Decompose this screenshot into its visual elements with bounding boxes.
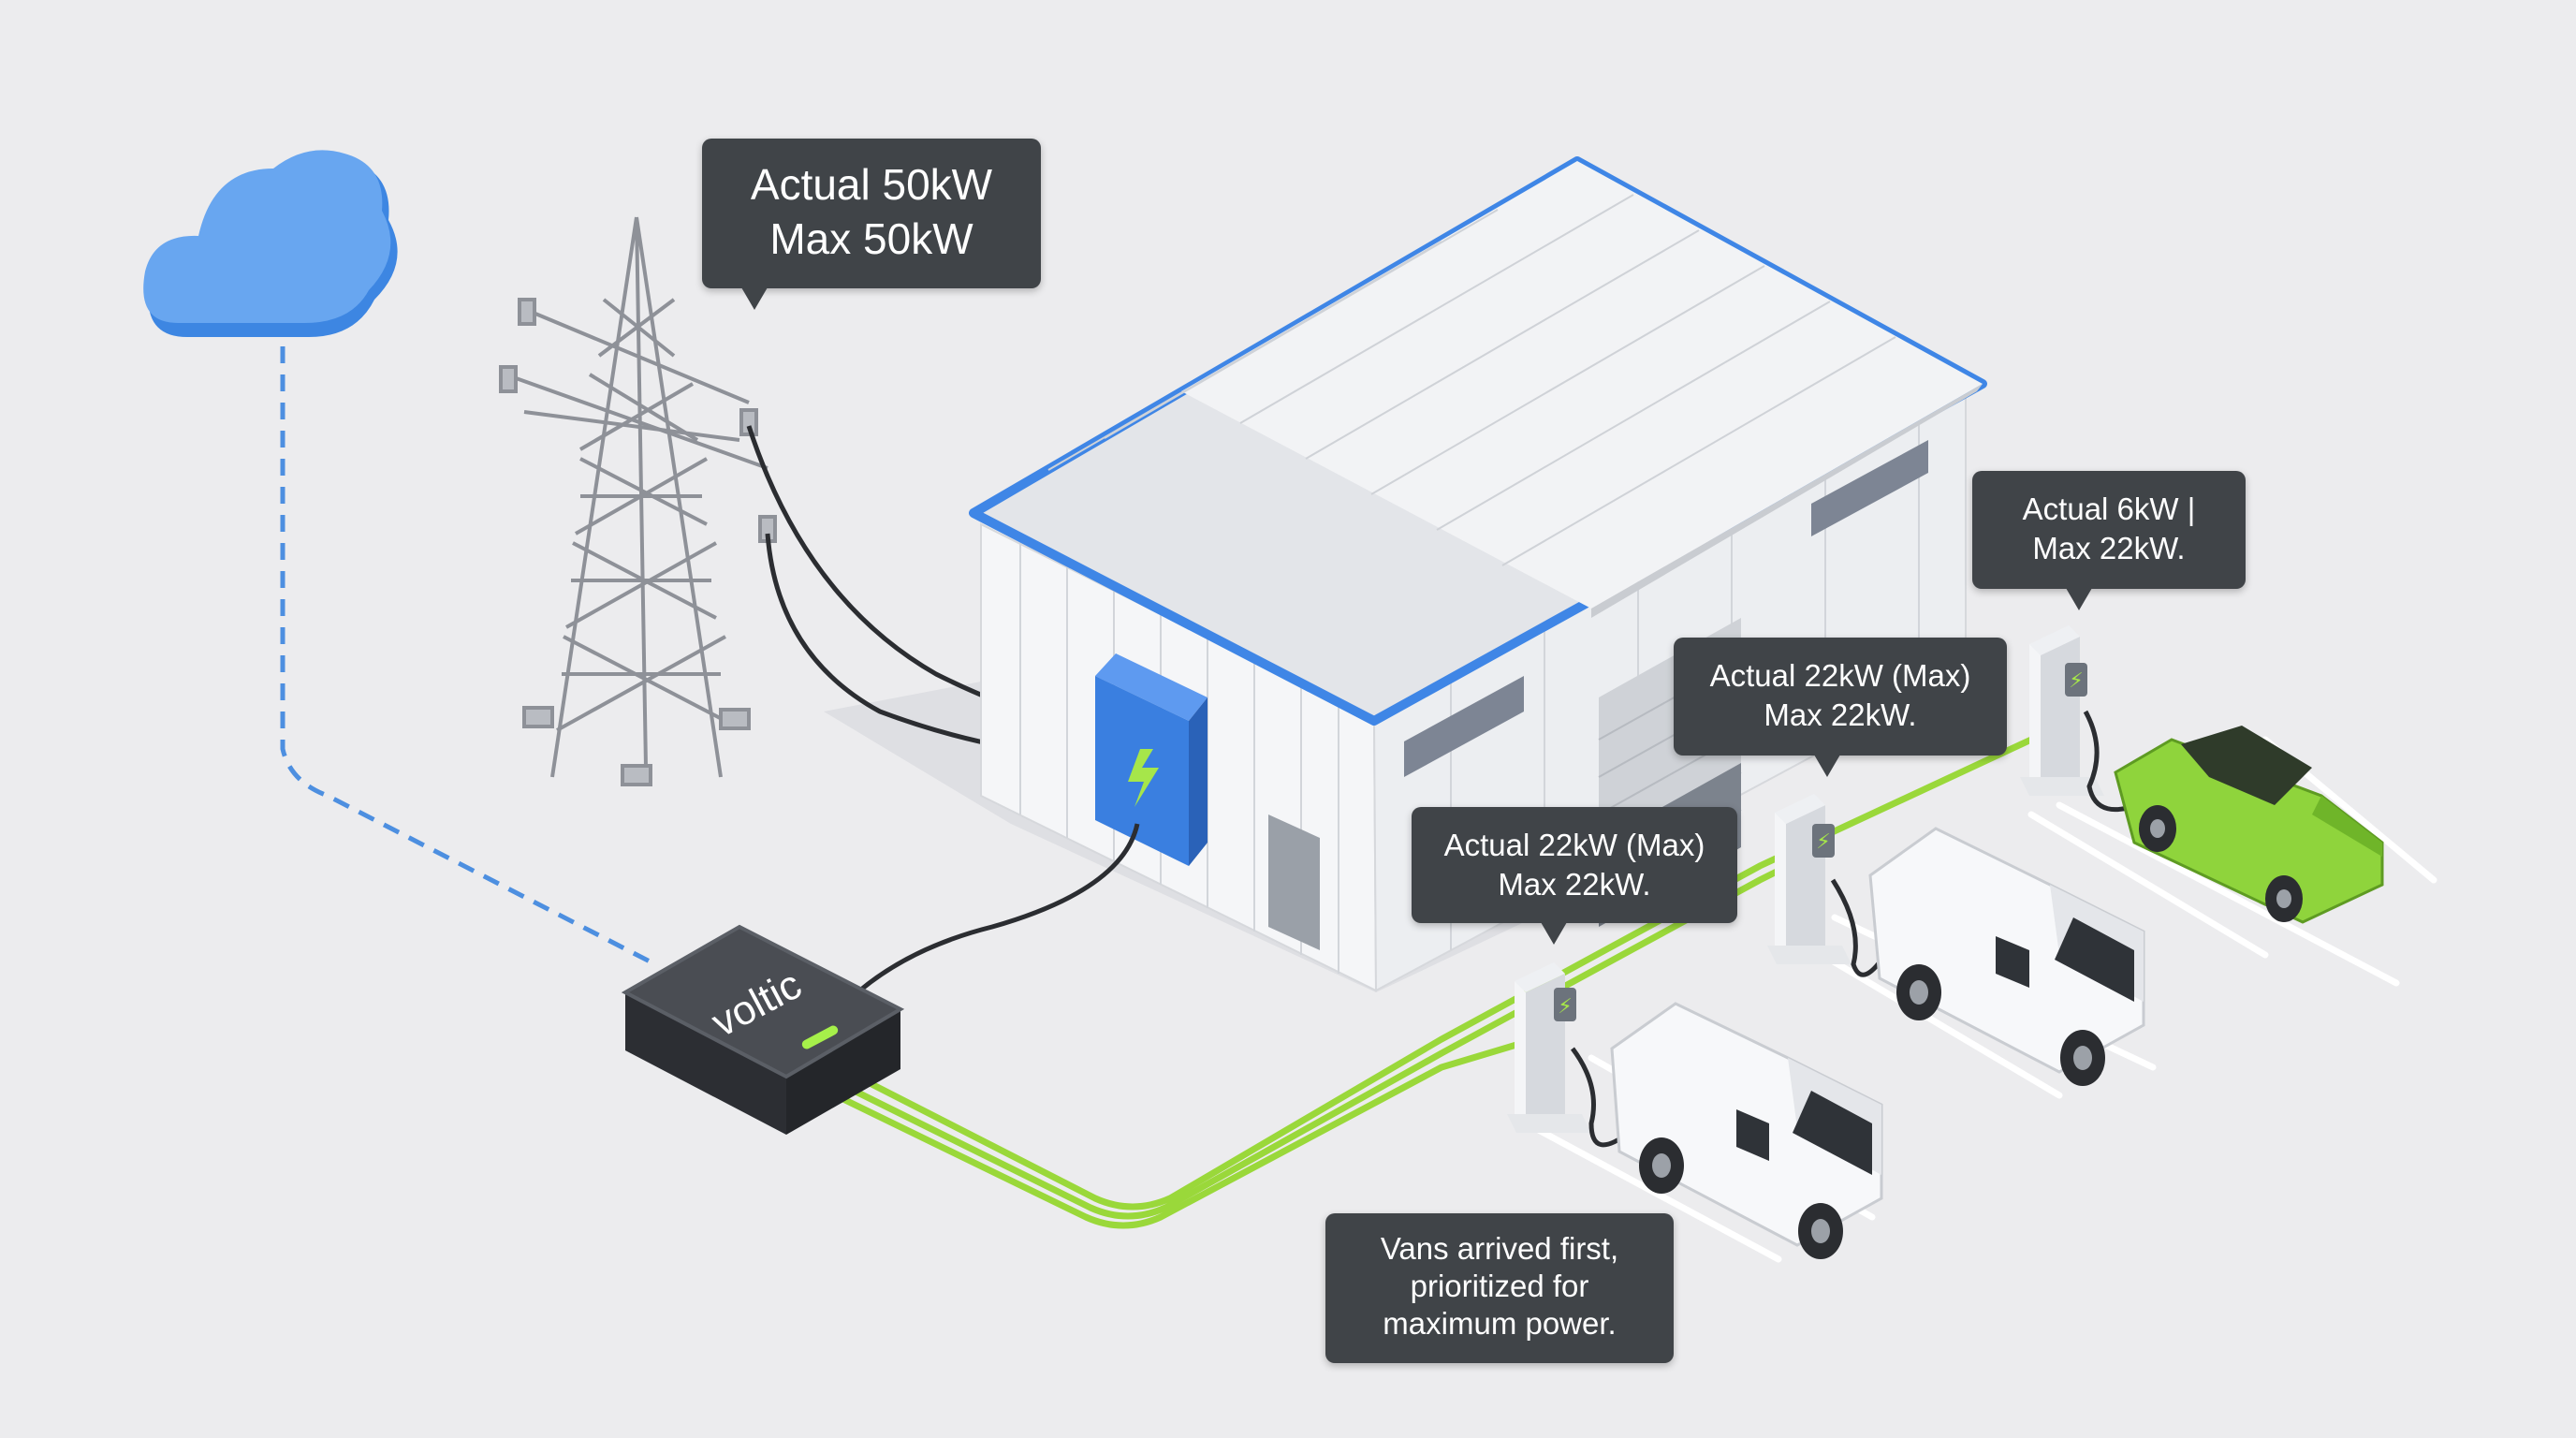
charging-station-icon: ⚡ bbox=[2020, 625, 2104, 796]
charger-cables bbox=[814, 736, 2033, 1229]
hub-cable bbox=[841, 823, 1140, 1008]
warehouse-building bbox=[969, 156, 1987, 992]
lightning-bolt-icon bbox=[1128, 749, 1159, 807]
status-led bbox=[801, 1025, 839, 1049]
charging-station-icon: ⚡ bbox=[1507, 962, 1591, 1133]
vans-priority-note: Vans arrived first, prioritized for maxi… bbox=[1325, 1213, 1674, 1363]
van1-max-power: Max 22kW. bbox=[1498, 867, 1651, 902]
van1-actual-power: Actual 22kW (Max) bbox=[1443, 828, 1705, 862]
van2-max-power: Max 22kW. bbox=[1764, 697, 1917, 732]
van-icon bbox=[1610, 1002, 1883, 1259]
van2-actual-power: Actual 22kW (Max) bbox=[1709, 658, 1971, 693]
cloud-connection-line bbox=[280, 318, 657, 967]
svg-text:⚡: ⚡ bbox=[1816, 829, 1830, 853]
svg-text:⚡: ⚡ bbox=[2069, 668, 2083, 692]
cloud-icon bbox=[143, 150, 398, 337]
car-icon bbox=[2114, 726, 2384, 924]
grid-power-callout: Actual 50kW Max 50kW bbox=[702, 139, 1041, 310]
van2-power-callout: Actual 22kW (Max) Max 22kW. bbox=[1674, 638, 2007, 777]
grid-max-power: Max 50kW bbox=[769, 214, 973, 263]
note-line-3: maximum power. bbox=[1383, 1306, 1617, 1341]
van-icon bbox=[1868, 827, 2145, 1086]
power-tower-icon bbox=[499, 216, 777, 786]
car-max-power: Max 22kW. bbox=[2032, 531, 2186, 565]
car-power-callout: Actual 6kW | Max 22kW. bbox=[1972, 471, 2246, 610]
car-actual-power: Actual 6kW | bbox=[2022, 492, 2196, 526]
grid-actual-power: Actual 50kW bbox=[750, 160, 993, 209]
voltic-hub: voltic bbox=[621, 924, 905, 1135]
note-line-1: Vans arrived first, bbox=[1380, 1231, 1619, 1266]
van1-power-callout: Actual 22kW (Max) Max 22kW. bbox=[1412, 807, 1737, 945]
svg-text:⚡: ⚡ bbox=[1558, 994, 1572, 1018]
electrical-panel-icon bbox=[1095, 653, 1208, 866]
charging-plugs bbox=[1570, 710, 2150, 1148]
note-line-2: prioritized for bbox=[1410, 1269, 1589, 1303]
charging-station-icon: ⚡ bbox=[1767, 794, 1852, 964]
